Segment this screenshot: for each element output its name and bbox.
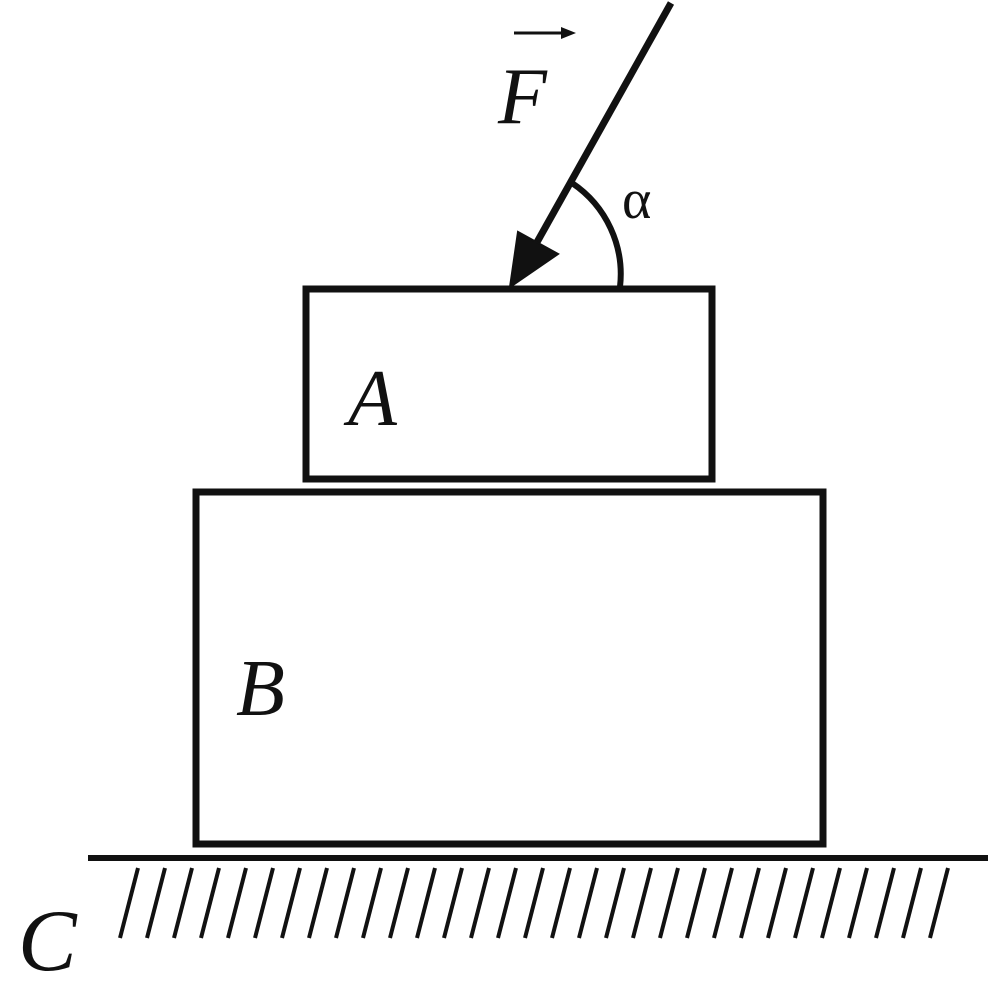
angle-label: α (622, 169, 651, 231)
hatch-mark (820, 867, 842, 939)
hatch-mark (847, 867, 869, 939)
hatch-mark (388, 867, 410, 939)
hatch-mark (361, 867, 383, 939)
hatch-mark (334, 867, 356, 939)
hatch-mark (280, 867, 302, 939)
block-a-label: A (343, 355, 398, 443)
hatch-mark (874, 867, 896, 939)
hatch-mark (685, 867, 707, 939)
hatch-mark (442, 867, 464, 939)
hatch-mark (901, 867, 923, 939)
hatch-mark (631, 867, 653, 939)
hatch-mark (712, 867, 734, 939)
block-b (192, 488, 827, 848)
vector-arrow-icon (514, 27, 576, 39)
hatch-mark (199, 867, 221, 939)
hatch-mark (145, 867, 167, 939)
block-b-label: B (236, 645, 285, 733)
hatch-mark (928, 867, 950, 939)
ground-hatching (118, 867, 950, 939)
hatch-mark (550, 867, 572, 939)
hatch-mark (604, 867, 626, 939)
hatch-mark (172, 867, 194, 939)
hatch-mark (496, 867, 518, 939)
hatch-mark (118, 867, 140, 939)
hatch-mark (658, 867, 680, 939)
angle-arc (570, 180, 624, 288)
hatch-mark (577, 867, 599, 939)
hatch-mark (226, 867, 248, 939)
force-arrowhead (508, 230, 560, 290)
hatch-mark (739, 867, 761, 939)
hatch-mark (469, 867, 491, 939)
block-a (302, 285, 716, 483)
hatch-mark (793, 867, 815, 939)
hatch-mark (523, 867, 545, 939)
force-arrow-shaft (532, 1, 675, 246)
hatch-mark (253, 867, 275, 939)
hatch-mark (307, 867, 329, 939)
hatch-mark (415, 867, 437, 939)
hatch-mark (766, 867, 788, 939)
surface-label: C (18, 893, 78, 990)
force-label: F (497, 53, 548, 141)
